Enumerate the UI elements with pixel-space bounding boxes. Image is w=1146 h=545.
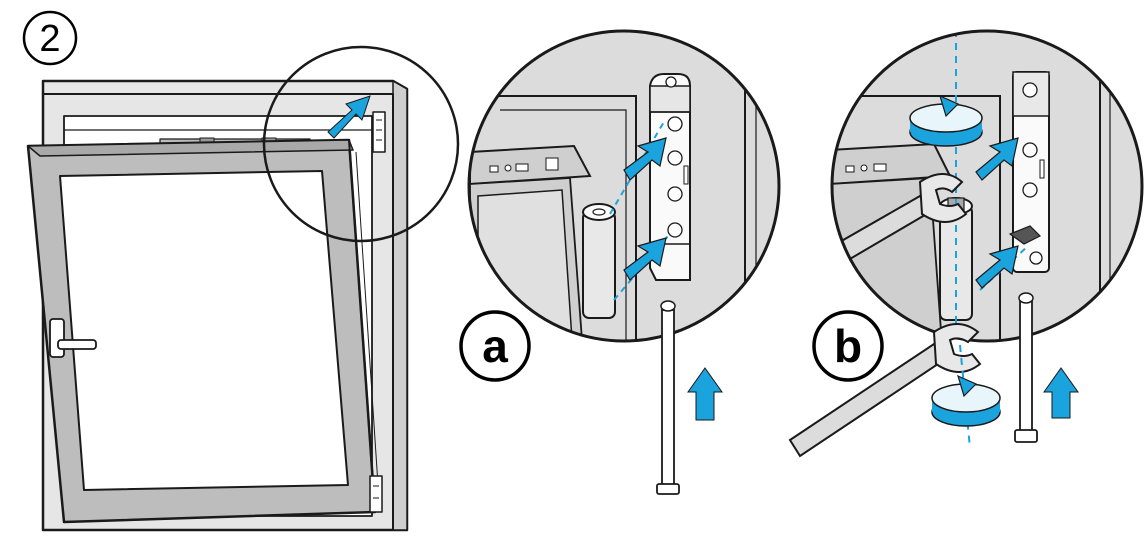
lower-hinge-small [369,475,383,513]
panel-label-a-text: a [482,320,508,372]
panel-label-b-text: b [834,320,862,372]
hinge-pin-rod-b [1014,292,1038,443]
wrench-lower [788,323,982,458]
rotate-upper-icon [909,94,983,147]
hinge-plate-a [649,73,691,281]
wrench-upper [832,173,968,302]
insert-arrow-b-lower-icon [975,245,1019,289]
window-handle [49,318,97,358]
insert-arrow-lower-icon [623,237,667,281]
hinge-pin-rod-a [656,300,680,495]
insert-arrow-b-upper-icon [975,137,1019,181]
hinge-pin-barrel-a [582,203,616,319]
detail-circle-b [830,29,1144,343]
hinge-lift-arrow-icon [327,95,371,139]
rotate-lower-icon [931,374,1001,427]
upper-hinge-small [372,111,386,153]
detail-circle-a [467,29,781,343]
step-number-text: 2 [39,18,60,60]
step-number-badge: 2 [22,10,78,66]
hinge-plate-b [1008,71,1050,273]
window-overview [26,79,409,532]
insert-arrow-upper-icon [623,137,667,181]
sash-glass [59,170,349,491]
push-up-arrow-a-icon [687,367,723,421]
push-up-arrow-b-icon [1043,367,1079,419]
zoom-detail-circle [262,45,460,243]
detail-panel-a [467,29,781,343]
panel-label-a: a [459,310,531,382]
panel-label-b: b [812,310,884,382]
detail-panel-b [830,29,1144,343]
